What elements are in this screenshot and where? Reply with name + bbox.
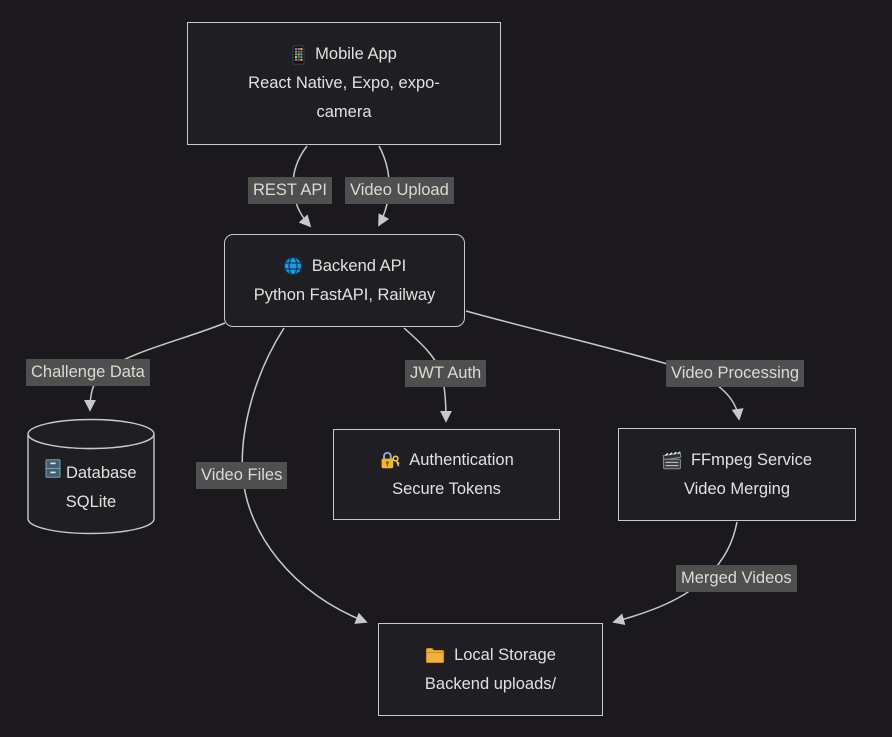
node-title: Mobile App — [315, 45, 397, 63]
clapperboard-icon — [662, 450, 682, 470]
node-subtitle: Backend uploads/ — [424, 674, 557, 693]
node-ffmpeg-service: FFmpeg Service Video Merging — [618, 428, 856, 521]
node-title: Database — [65, 463, 137, 482]
folder-icon — [425, 647, 445, 664]
node-subtitle: React Native, Expo, expo-camera — [248, 74, 440, 121]
node-subtitle: Python FastAPI, Railway — [253, 285, 436, 304]
node-title: FFmpeg Service — [690, 450, 813, 469]
edge-label-rest-api: REST API — [248, 177, 332, 204]
node-backend-api: Backend API Python FastAPI, Railway — [224, 234, 465, 327]
node-title: Authentication — [409, 450, 514, 469]
node-title: Local Storage — [454, 645, 556, 664]
mobile-phone-icon — [291, 44, 306, 65]
node-subtitle: Secure Tokens — [392, 479, 501, 498]
node-mobile-app: Mobile App React Native, Expo, expo-came… — [187, 22, 501, 145]
node-subtitle: Video Merging — [683, 479, 791, 498]
file-cabinet-icon — [45, 458, 61, 478]
edge-video-processing — [465, 310, 744, 421]
edge-label-video-files: Video Files — [196, 462, 288, 489]
node-title: Backend API — [311, 256, 407, 275]
globe-icon — [283, 256, 303, 276]
node-local-storage: Local Storage Backend uploads/ — [378, 623, 603, 716]
node-authentication: Authentication Secure Tokens — [333, 429, 560, 520]
lock-key-icon — [379, 450, 400, 470]
node-subtitle: SQLite — [65, 492, 117, 511]
edge-label-challenge-data: Challenge Data — [26, 359, 150, 386]
node-database: Database SQLite — [27, 418, 155, 535]
edge-label-jwt-auth: JWT Auth — [405, 360, 487, 387]
edge-label-video-upload: Video Upload — [345, 177, 454, 204]
edge-label-merged-videos: Merged Videos — [676, 565, 797, 592]
edge-label-video-processing: Video Processing — [666, 360, 805, 387]
